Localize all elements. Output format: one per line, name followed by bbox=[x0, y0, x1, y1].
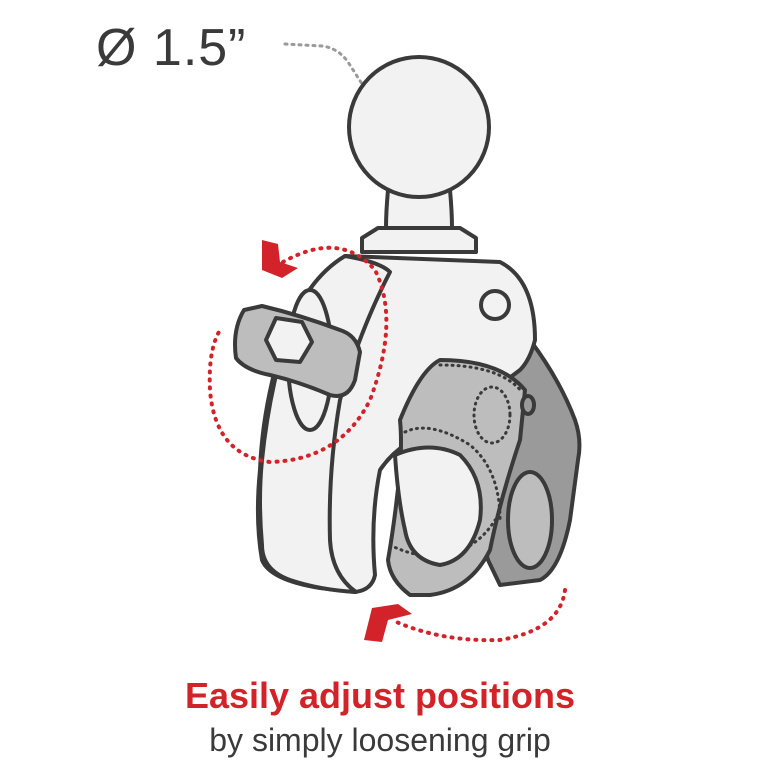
ball-neck bbox=[384, 188, 454, 230]
jaw-opening bbox=[393, 445, 483, 567]
mount-screw bbox=[479, 289, 511, 321]
rear-jaw-slot bbox=[506, 470, 554, 570]
pad-rivet bbox=[520, 394, 536, 416]
ball-mount-icon bbox=[347, 55, 491, 199]
tough-claw-ball-mount-illustration bbox=[207, 42, 582, 643]
subline: by simply loosening grip bbox=[209, 722, 551, 758]
ball-base bbox=[360, 226, 478, 254]
rotate-arrow-icon bbox=[207, 240, 567, 643]
ball-diameter-label: Ø 1.5” bbox=[96, 19, 247, 77]
headline: Easily adjust positions bbox=[184, 675, 576, 716]
grip-pad-dots-oval bbox=[472, 385, 512, 445]
adjustment-knob bbox=[233, 304, 362, 398]
